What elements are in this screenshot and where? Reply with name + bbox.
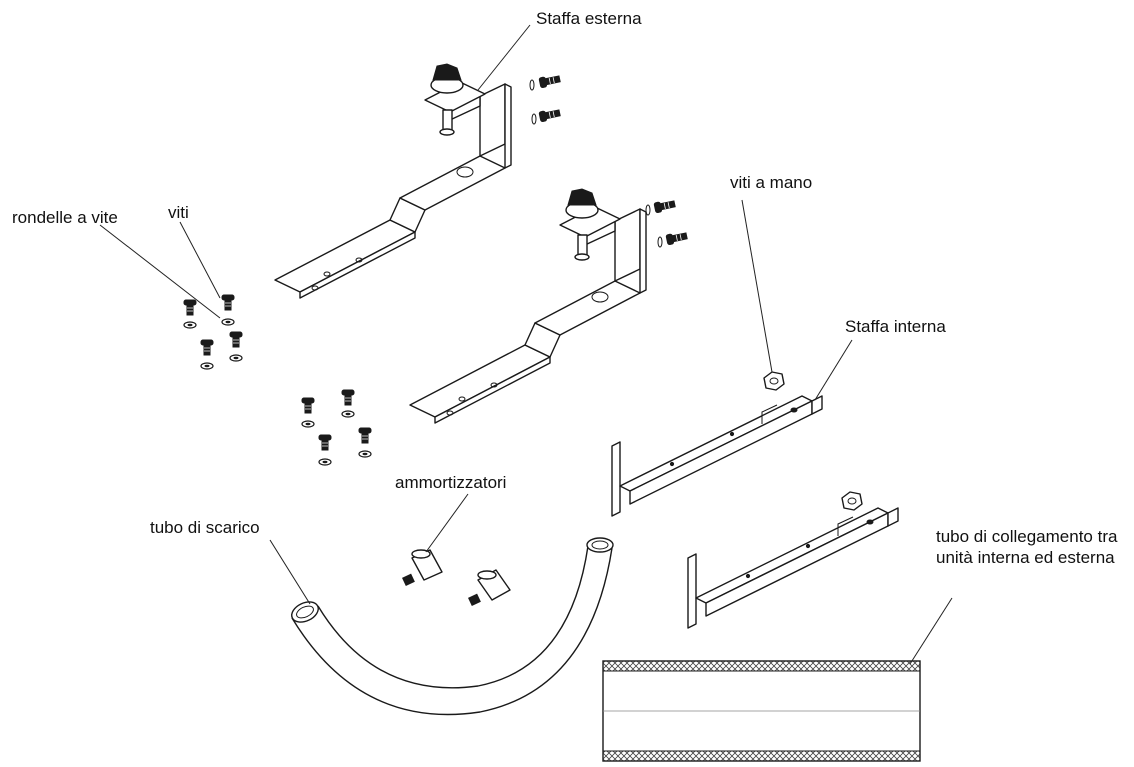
inner-bracket-1 [611,395,823,517]
screw-group-1 [183,294,243,370]
inner-bracket-2 [687,507,899,629]
leader-rondelle [99,224,221,319]
bolt-3 [653,198,677,214]
leader-viti [179,221,221,299]
leader-viti-a-mano [741,199,773,373]
leader-tubo-scarico [269,539,311,605]
damper-2 [468,569,511,606]
hand-screw-1 [763,371,785,391]
bolt-4 [665,230,689,246]
leader-staffa-esterna [477,24,531,91]
leader-ammortizzatori [425,493,469,553]
label-tubo-di-scarico: tubo di scarico [150,518,260,537]
label-tubo-di-collegamento: tubo di collegamento tra unità interna e… [936,527,1118,567]
leader-staffa-interna [814,339,853,401]
label-viti-a-mano: viti a mano [730,173,813,192]
outer-bracket-2 [409,188,647,424]
bolt-2 [538,107,562,123]
label-ammortizzatori: ammortizzatori [395,473,507,492]
bolt-1 [538,73,562,89]
connection-pipe [602,660,921,762]
hand-screw-2 [841,491,863,511]
label-viti: viti [168,203,189,222]
damper-1 [402,549,443,586]
drain-pipe [291,537,614,716]
label-rondelle-a-vite: rondelle a vite [12,208,118,227]
outer-bracket-1 [274,63,512,299]
label-staffa-esterna: Staffa esterna [536,9,642,28]
screw-group-2 [301,389,372,466]
label-staffa-interna: Staffa interna [845,317,946,336]
leader-tubo-collegamento [909,597,953,665]
